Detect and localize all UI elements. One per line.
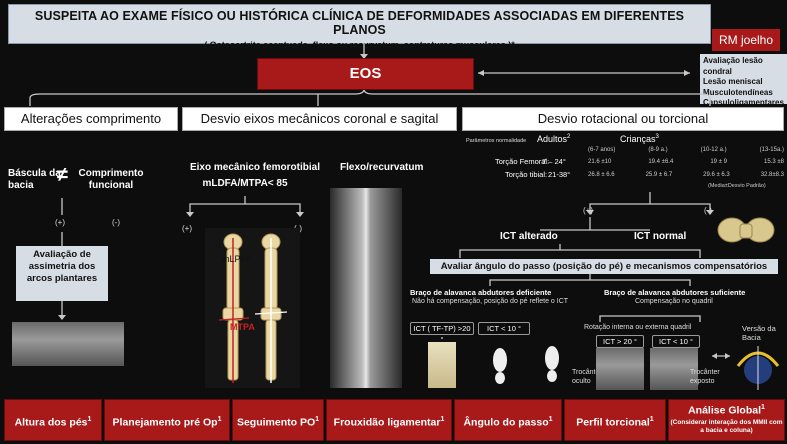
bottom-box-planejamento: Planejamento pré Op1: [104, 399, 230, 441]
sufficient-title: Braço de alavanca abdutores suficiente: [604, 288, 746, 297]
version-label: Versão da Bacia: [742, 324, 776, 342]
child-ages-row: (6-7 anos)(8-9 a.)(10-12 a.)(13-15a.): [588, 147, 784, 153]
category-length: Alterações comprimento: [4, 107, 178, 131]
axis-title: Eixo mecânico femorotibial: [189, 162, 321, 173]
evaluation-item: Avaliação lesão condral: [703, 56, 763, 76]
tibial-adult: 21-38°: [548, 170, 571, 179]
legs-illustration: [205, 228, 300, 388]
ict-chip-2: ICT < 10 °: [478, 322, 530, 335]
neq-symbol: ≠: [57, 164, 68, 186]
bottom-box-perfil: Perfil torcional1: [564, 399, 666, 441]
pelvis-bone-image: [717, 217, 775, 243]
assimetria-box: Avaliação de assimetria dos arcos planta…: [16, 246, 108, 301]
foot-image: [428, 342, 456, 388]
evaluation-item: Musculotendíneas: [703, 87, 773, 97]
ict-chip-3: ICT > 20 °: [596, 335, 644, 348]
feet-xray-image: [12, 322, 124, 366]
mlpfa-label: mLPFA: [222, 254, 252, 264]
ict-chip-4: ICT < 10 °: [652, 335, 700, 348]
bottom-box-frouxidao: Frouxidão ligamentar1: [326, 399, 452, 441]
evaluation-item: Capsuloligamentares: [703, 98, 784, 107]
bottom-box-altura: Altura dos pés1: [4, 399, 102, 441]
eos-box: EOS: [257, 58, 474, 90]
flexo-label: Flexo/recurvatum: [340, 162, 424, 173]
evaluation-item: Lesão meniscal: [703, 77, 763, 86]
rot-hip-label: Rotação interna ou externa quadril: [584, 324, 692, 331]
ict-chip-1: ICT ( TF-TP) >20 °: [410, 322, 474, 344]
deficient-title: Braço de alavanca abdutores deficiente: [410, 288, 552, 297]
flexo-xray-image: [330, 188, 402, 388]
sufficient-sub: Compensação no quadril: [635, 298, 713, 305]
femoral-adult: 7 – 24°: [542, 157, 566, 166]
rm-joelho-box: RM joelho: [712, 29, 780, 51]
ict-normal-label: ICT normal: [634, 231, 687, 242]
header-subtitle: ( Osteoartrite acentuada, flexo ou recur…: [204, 40, 515, 50]
hip-xray-2: [650, 348, 698, 390]
global-sub: (Considerar interação dos MMII com a bac…: [670, 418, 783, 434]
axis-plus: (+): [182, 224, 192, 233]
footprint-in-icon: [493, 348, 507, 384]
axis-formula: mLDFA/MTPA< 85: [202, 178, 288, 189]
bottom-box-seguimento: Seguimento PO1: [232, 399, 324, 441]
deficient-sub: Não há compensação, posição do pé reflet…: [412, 298, 569, 305]
rot-minus: (-): [704, 206, 712, 215]
category-axis: Desvio eixos mecânicos coronal e sagital: [182, 107, 457, 131]
params-label: Parâmetros normalidade: [466, 138, 527, 144]
hip-xray-1: [596, 348, 644, 390]
header-box: SUSPEITA AO EXAME FÍSICO OU HISTÓRICA CL…: [8, 4, 711, 50]
footprint-out-icon: [545, 346, 559, 382]
bottom-box-angulo: Ângulo do passo1: [454, 399, 562, 441]
evaluation-box: Avaliação lesão condral Lesão meniscal M…: [700, 54, 787, 107]
length-plus: (+): [55, 218, 65, 227]
ict-altered-label: ICT alterado: [500, 231, 558, 242]
rot-plus: (+): [583, 206, 593, 215]
tibial-label: Torção tibial:: [505, 170, 548, 179]
length-minus: (-): [112, 218, 120, 227]
trochanter-exposed-label: Trocânter exposto: [690, 369, 720, 385]
mtpa-label: MTPA: [230, 322, 255, 332]
step-angle-box: Avaliar ângulo do passo (posição do pé) …: [430, 259, 778, 274]
bascula-label: Báscula da bacia: [8, 168, 61, 191]
trochanter-hidden-label: Trocânter oculto: [572, 369, 602, 385]
femoral-label: Torção Femoral:: [495, 157, 550, 166]
pelvis-version-diagram: [736, 346, 780, 390]
mean-sd-note: (Media±Desvio Padrão): [708, 183, 766, 189]
category-rotational: Desvio rotacional ou torcional: [462, 107, 784, 131]
children-label: Crianças3: [620, 134, 659, 144]
adults-label: Adultos2: [537, 134, 571, 144]
comprimento-label: Comprimento funcional: [78, 168, 144, 191]
bottom-box-global: Análise Global1 (Considerar interação do…: [668, 399, 785, 441]
header-title: SUSPEITA AO EXAME FÍSICO OU HISTÓRICA CL…: [34, 9, 685, 37]
